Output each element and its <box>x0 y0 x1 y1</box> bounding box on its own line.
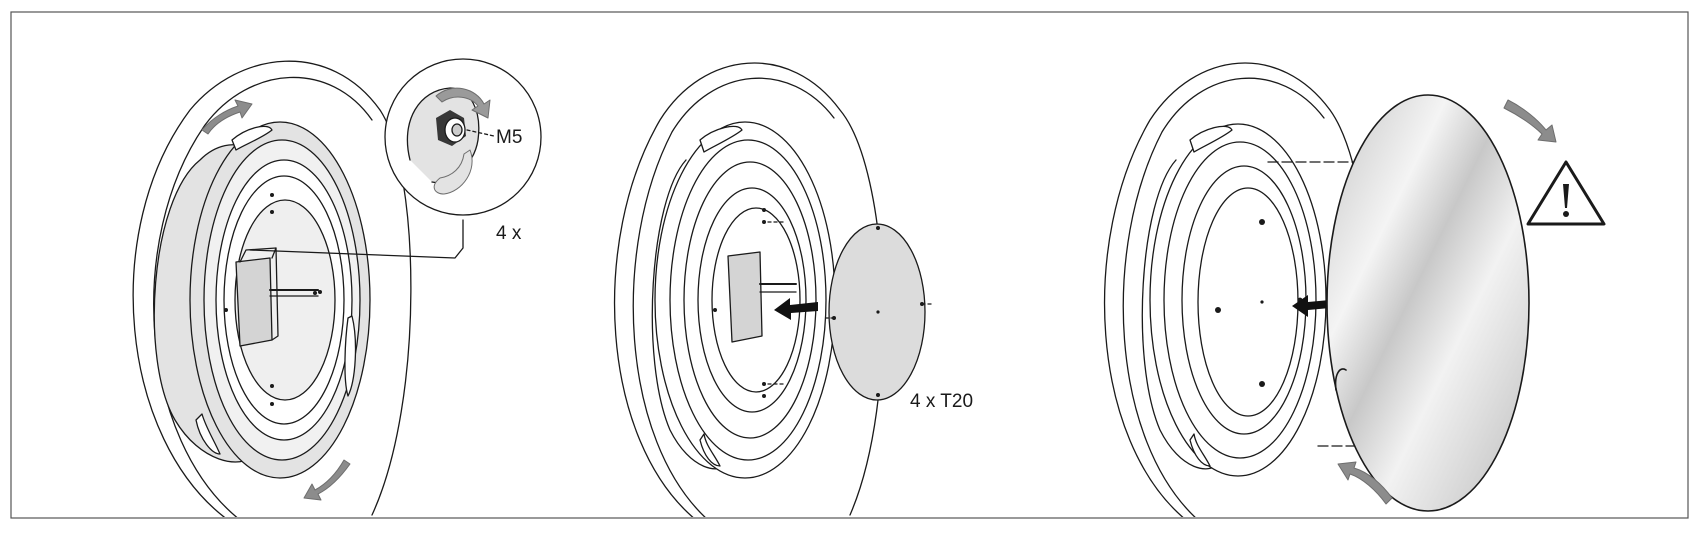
rotate-arrow-icon <box>201 99 253 135</box>
warning-icon <box>1526 160 1606 226</box>
mounting-bracket <box>235 257 273 347</box>
nut-size-label: M5 <box>496 127 522 148</box>
screw-label: 4 x T20 <box>910 391 973 412</box>
nut-detail-zoom <box>384 58 542 216</box>
back-disc <box>132 60 412 517</box>
mirror-panel <box>1326 94 1530 512</box>
step-3-panel <box>1104 62 1606 517</box>
rotate-arrow-icon <box>435 87 491 119</box>
rotate-arrow-icon <box>433 149 473 195</box>
insert-arrow-icon <box>1292 295 1330 317</box>
rotate-arrow-icon <box>1503 99 1557 143</box>
diagram-frame <box>10 11 1689 519</box>
rotate-arrow-icon <box>1337 461 1393 505</box>
step-2-panel: 4 x T20 <box>614 62 973 517</box>
detail-leader-line <box>249 219 464 259</box>
rotate-arrow-icon <box>303 459 351 501</box>
insert-arrow-icon <box>774 298 818 320</box>
step-1-panel: M5 4 x <box>132 58 542 517</box>
quantity-label: 4 x <box>496 223 522 244</box>
mounting-bracket <box>727 251 763 343</box>
